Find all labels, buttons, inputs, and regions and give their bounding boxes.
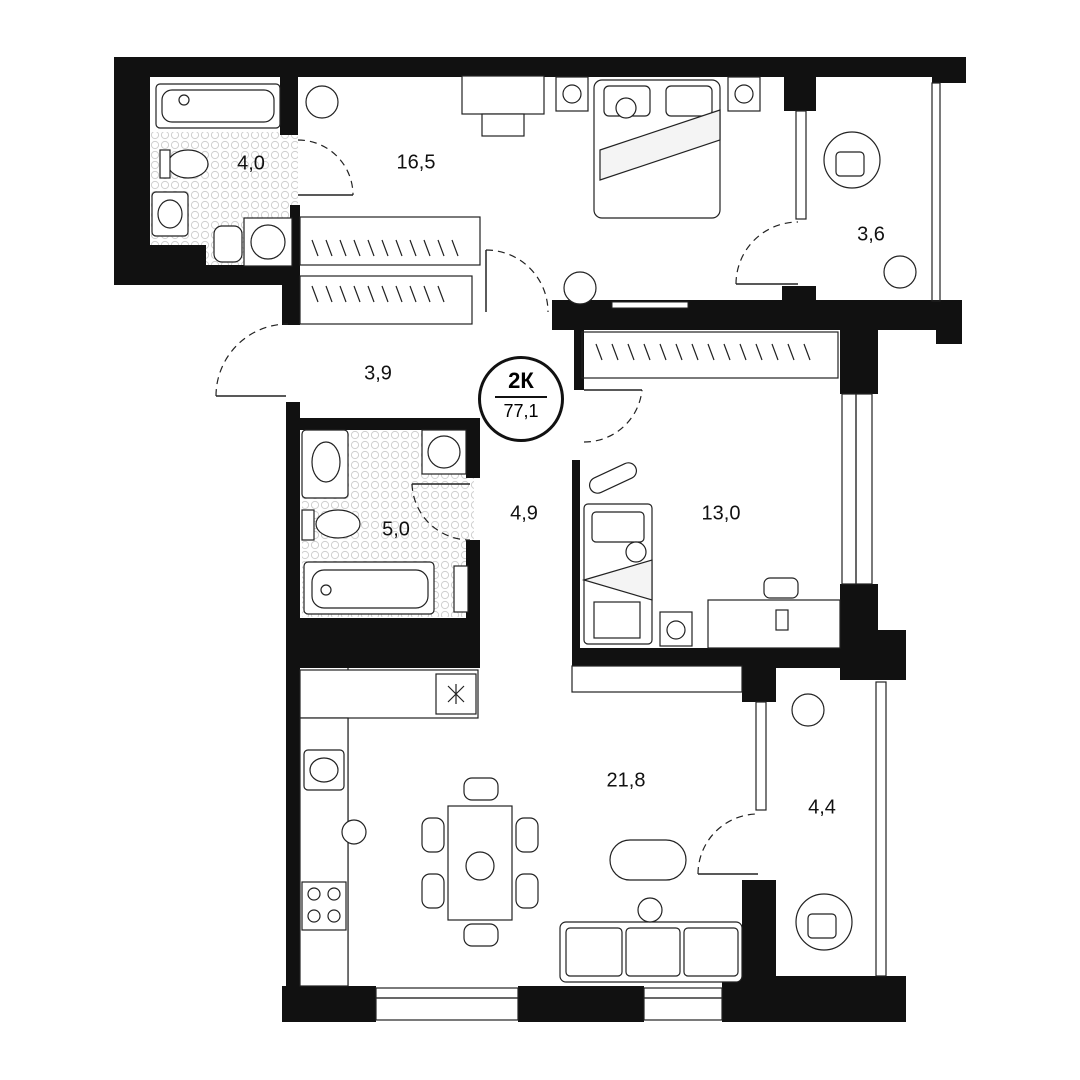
room-area-bedroom: 16,5 [396,151,436,174]
coffee-table [609,839,687,881]
cooktop [301,881,347,931]
tv-stand [571,665,743,693]
plant-icon [883,255,917,289]
plant-icon [563,271,597,305]
plant-icon [791,693,825,727]
room-area-living-kitchen: 21,8 [606,769,646,792]
bath-top-fixtures [151,83,293,267]
kitchen-living-furniture [299,669,743,987]
tv-bedroom [611,301,689,309]
room-area-bath-top: 4,0 [237,152,265,175]
kids-desk [707,599,841,649]
room-area-balcony-bottom: 4,4 [808,796,836,819]
room-area-corridor: 4,9 [510,502,538,525]
apartment-total-area: 77,1 [503,400,539,421]
kids-room-furniture [571,462,841,693]
plants-and-chairs [305,85,917,951]
room-area-bath-middle: 5,0 [382,518,410,541]
desk [461,75,545,115]
door-leaves [216,194,798,875]
badge-divider [495,396,547,398]
walls [114,57,966,1022]
door-swings [215,139,799,875]
wardrobes [299,216,839,379]
plant-icon [305,85,339,119]
room-area-hall: 3,9 [364,362,392,385]
toilet-top [167,149,209,179]
skateboard [588,462,638,494]
bedroom-furniture [461,75,761,309]
room-area-kids-room: 13,0 [701,502,741,525]
bath-middle-fixtures [301,429,469,615]
apartment-type: 2К [508,368,534,393]
apartment-badge: 2К 77,1 [478,356,564,442]
toilet-middle [315,509,361,539]
room-area-balcony-top: 3,6 [857,223,885,246]
